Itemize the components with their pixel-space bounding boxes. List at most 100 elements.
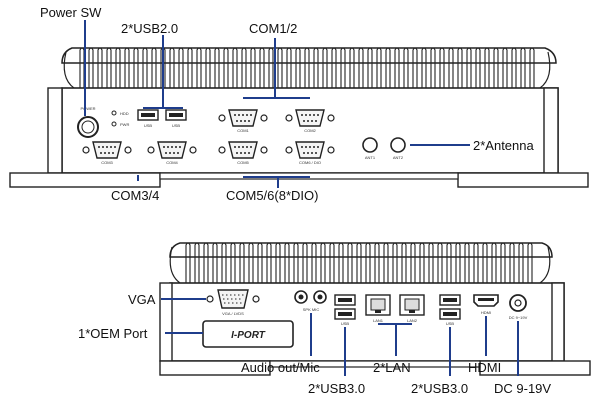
usb20-port-2 [165, 109, 187, 121]
heatsink-fin [248, 242, 254, 283]
usb30-right-text: USB [446, 321, 455, 326]
heatsink-fin [311, 242, 317, 283]
heatsink-fin [205, 47, 211, 88]
vga-port-text: VGA / LVDS [222, 311, 244, 316]
heatsink-fin [511, 47, 517, 88]
label-oem-port: 1*OEM Port [78, 326, 148, 341]
heatsink-fin [446, 242, 452, 283]
heatsink-fin [275, 242, 281, 283]
heatsink-fin [482, 242, 488, 283]
label-vga: VGA [128, 292, 156, 307]
heatsink-fin [529, 47, 535, 88]
heatsink-fin [509, 242, 515, 283]
heatsink-fin [484, 47, 490, 88]
pwr-led-text: PWR [120, 122, 129, 127]
heatsink-fin [349, 47, 355, 88]
bottom-heatsink-fins [169, 242, 551, 284]
lan1-text: LAN1 [373, 318, 384, 323]
com5-text: COM5 [237, 160, 249, 165]
heatsink-fin [358, 47, 364, 88]
heatsink-fin [457, 47, 463, 88]
heatsink-fin [383, 242, 389, 283]
heatsink-fin [473, 242, 479, 283]
bottom-device: VGA / LVDS I-PORT SPK MIC USB LAN1 LAN2 … [159, 242, 591, 376]
top-mounting-bracket-right [457, 172, 589, 188]
label-hdmi: HDMI [468, 360, 501, 375]
label-audio: Audio out/Mic [241, 360, 320, 375]
heatsink-fin [97, 47, 103, 88]
heatsink-fin [196, 47, 202, 88]
heatsink-fin-edge [63, 51, 75, 89]
vga-port [206, 289, 260, 309]
heatsink-fin [151, 47, 157, 88]
usb30-left-port-1 [334, 294, 356, 306]
com6-text: COM6 / DIO [299, 160, 321, 165]
leader-lines [84, 20, 519, 376]
heatsink-fin [232, 47, 238, 88]
heatsink-fin [266, 242, 272, 283]
heatsink-fin [115, 47, 121, 88]
heatsink-fin [322, 47, 328, 88]
heatsink-fin [268, 47, 274, 88]
heatsink-fin [293, 242, 299, 283]
heatsink-fin [448, 47, 454, 88]
heatsink-fin [376, 47, 382, 88]
dc-port-text: DC 9~19V [509, 315, 528, 320]
heatsink-fin [347, 242, 353, 283]
dc-power-jack [509, 294, 527, 312]
heatsink-fin [259, 47, 265, 88]
heatsink-fin-edge [539, 51, 551, 89]
power-port-text: POWER [80, 106, 95, 111]
heatsink-fin [295, 47, 301, 88]
heatsink-fin [212, 242, 218, 283]
heatsink-fin [527, 242, 533, 283]
heatsink-fin [304, 47, 310, 88]
heatsink-fin [203, 242, 209, 283]
heatsink-fin [194, 242, 200, 283]
ant2-text: ANT2 [393, 155, 404, 160]
heatsink-fin [329, 242, 335, 283]
heatsink-fin [88, 47, 94, 88]
heatsink-fin [493, 47, 499, 88]
heatsink-fin [430, 47, 436, 88]
heatsink-fin [356, 242, 362, 283]
antenna-connector-2 [390, 137, 406, 153]
ant1-text: ANT1 [365, 155, 376, 160]
heatsink-fin [241, 47, 247, 88]
heatsink-fin [491, 242, 497, 283]
heatsink-fin [230, 242, 236, 283]
top-mounting-bracket-left [9, 172, 161, 188]
heatsink-fin [439, 47, 445, 88]
heatsink-fin [475, 47, 481, 88]
heatsink-fin [124, 47, 130, 88]
heatsink-fin [286, 47, 292, 88]
heatsink-fin [79, 47, 85, 88]
label-dc: DC 9-19V [494, 381, 551, 396]
label-com56: COM5/6(8*DIO) [226, 188, 318, 203]
heatsink-fin [437, 242, 443, 283]
label-com34: COM3/4 [111, 188, 159, 203]
heatsink-fin [239, 242, 245, 283]
heatsink-fin [257, 242, 263, 283]
usb30-right-port-1 [439, 294, 461, 306]
heatsink-fin [394, 47, 400, 88]
lan2-port [399, 294, 425, 316]
hdd-led-text: HDD [120, 111, 129, 116]
heatsink-fin [518, 242, 524, 283]
heatsink-fin [502, 47, 508, 88]
label-usb30-left: 2*USB3.0 [308, 381, 365, 396]
heatsink-fin [221, 242, 227, 283]
heatsink-fin [367, 47, 373, 88]
com4-text: COM4 [166, 160, 178, 165]
heatsink-fin [277, 47, 283, 88]
heatsink-fin [419, 242, 425, 283]
heatsink-fin [464, 242, 470, 283]
heatsink-fin [412, 47, 418, 88]
heatsink-fin [520, 47, 526, 88]
heatsink-fin [421, 47, 427, 88]
audio-port-text: SPK MIC [303, 307, 320, 312]
hdmi-port-text: HDMI [481, 310, 491, 315]
label-usb30-right: 2*USB3.0 [411, 381, 468, 396]
